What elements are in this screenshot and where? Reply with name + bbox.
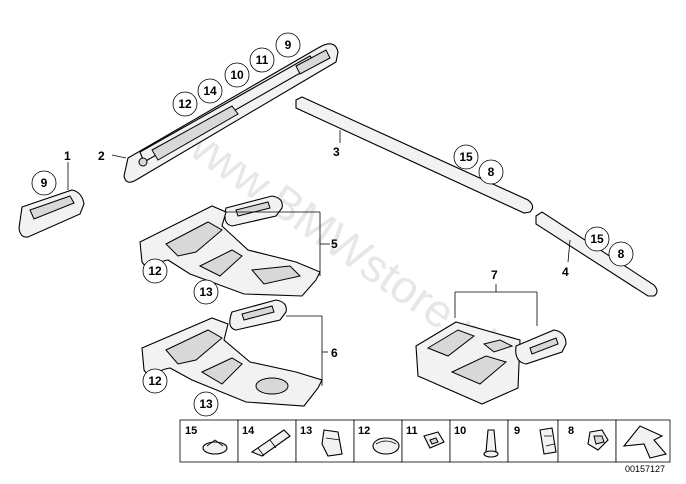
callout-circle: 12 bbox=[142, 258, 168, 284]
part-7-console-tray bbox=[415, 284, 567, 405]
rivet-icon bbox=[483, 429, 499, 458]
legend-number: 15 bbox=[185, 425, 197, 437]
part-4-trim-strip bbox=[535, 211, 658, 297]
callout-circle: 15 bbox=[584, 226, 610, 252]
legend-number: 8 bbox=[568, 425, 574, 437]
callout-circle: 10 bbox=[224, 62, 250, 88]
svg-text:13: 13 bbox=[199, 285, 213, 299]
svg-text:11: 11 bbox=[256, 53, 269, 67]
svg-text:12: 12 bbox=[148, 264, 162, 278]
svg-text:10: 10 bbox=[230, 68, 244, 82]
svg-text:9: 9 bbox=[41, 176, 48, 190]
legend-number: 10 bbox=[454, 425, 466, 437]
svg-text:12: 12 bbox=[178, 97, 192, 111]
callout-circle: 11 bbox=[249, 47, 275, 73]
legend-number: 9 bbox=[514, 425, 520, 437]
svg-text:15: 15 bbox=[590, 232, 604, 246]
svg-text:8: 8 bbox=[488, 165, 495, 179]
callout-circle: 8 bbox=[478, 159, 504, 185]
legend-number: 14 bbox=[242, 425, 255, 437]
arrow-icon bbox=[622, 425, 667, 459]
legend-number: 11 bbox=[406, 425, 418, 437]
part-label-7: 7 bbox=[491, 268, 498, 282]
spring-clip-icon bbox=[250, 429, 291, 457]
svg-text:13: 13 bbox=[199, 397, 213, 411]
callout-circle: 9 bbox=[275, 32, 301, 58]
legend-number: 12 bbox=[358, 425, 370, 437]
clip-icon bbox=[321, 429, 343, 457]
document-number: 00157127 bbox=[625, 464, 665, 474]
svg-text:9: 9 bbox=[285, 38, 292, 52]
part-label-1: 1 bbox=[64, 149, 71, 163]
callout-circle: 12 bbox=[172, 91, 198, 117]
part-label-4: 4 bbox=[562, 265, 569, 279]
callout-circle: 8 bbox=[608, 241, 634, 267]
bracket-clip-icon bbox=[539, 427, 557, 455]
part-6-console-trim bbox=[141, 299, 328, 407]
part-label-5: 5 bbox=[331, 237, 338, 251]
part-label-2: 2 bbox=[98, 149, 105, 163]
part-3-trim-strip bbox=[295, 96, 534, 214]
callout-circle: 13 bbox=[193, 279, 219, 305]
callout-circle: 14 bbox=[197, 78, 223, 104]
part-label-6: 6 bbox=[331, 346, 338, 360]
svg-text:14: 14 bbox=[203, 84, 217, 98]
push-clip-icon bbox=[587, 429, 609, 451]
clip-nut-icon bbox=[423, 431, 445, 449]
part-2-dashboard-trim bbox=[111, 43, 339, 183]
callout-circle: 13 bbox=[193, 391, 219, 417]
callout-circle: 12 bbox=[142, 368, 168, 394]
svg-text:15: 15 bbox=[459, 150, 473, 164]
part-label-3: 3 bbox=[333, 145, 340, 159]
svg-text:12: 12 bbox=[148, 374, 162, 388]
legend-number: 13 bbox=[300, 425, 312, 437]
callout-circle: 9 bbox=[31, 170, 57, 196]
part-5-console-trim bbox=[139, 195, 330, 297]
clip-round-icon bbox=[202, 439, 228, 455]
callout-circle: 15 bbox=[453, 144, 479, 170]
svg-text:8: 8 bbox=[618, 247, 625, 261]
legend-strip: 15 14 13 12 11 10 9 8 bbox=[179, 419, 671, 463]
part-1-trim-end bbox=[18, 162, 85, 238]
plug-icon bbox=[372, 437, 400, 455]
callout-group-part2: 12 14 10 11 9 bbox=[172, 32, 301, 117]
